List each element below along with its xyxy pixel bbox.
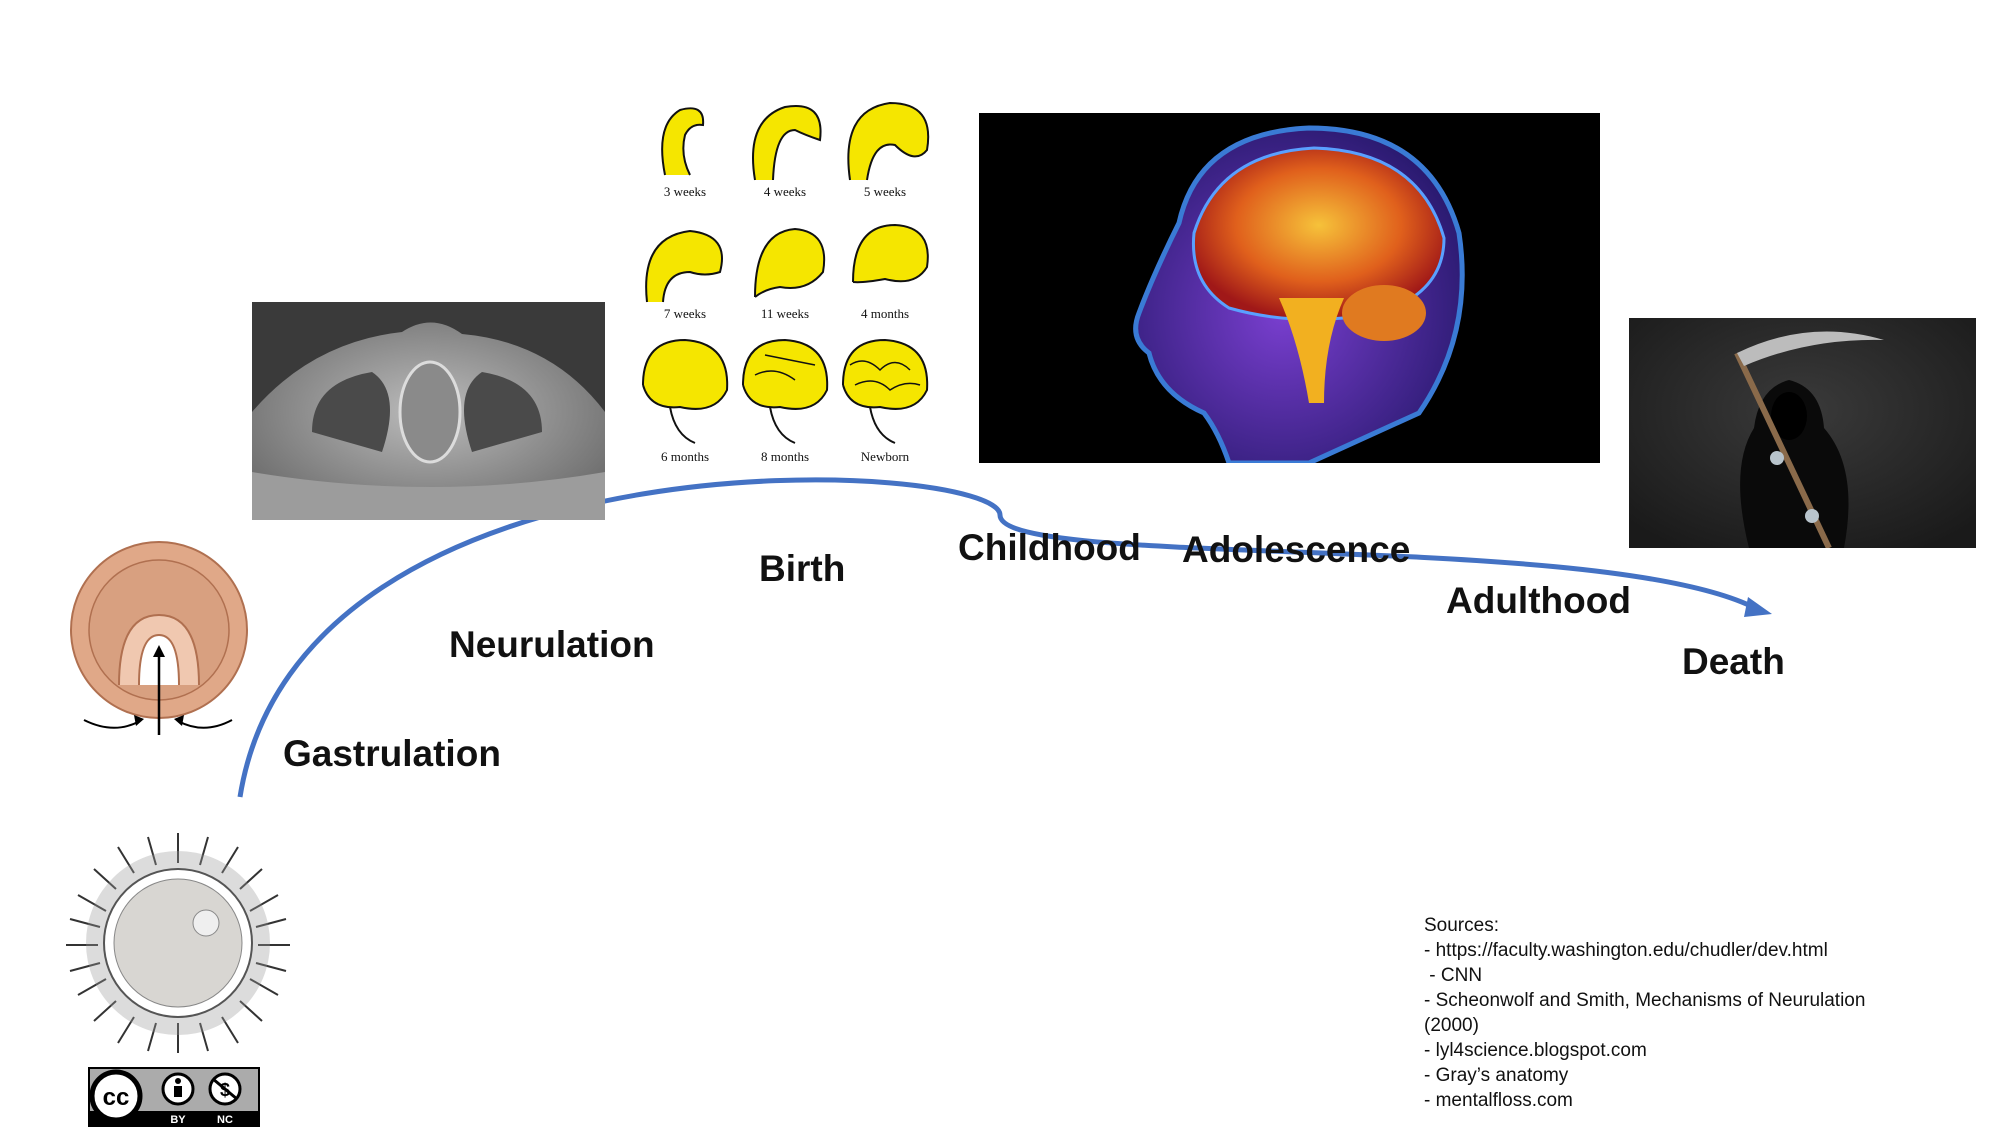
embryo-panel-3-weeks: 3 weeks (635, 95, 735, 200)
embryo-panel-newborn: Newborn (835, 335, 935, 465)
neurulation-sem-image (252, 302, 605, 520)
source-item: - CNN (1424, 965, 1483, 986)
cc-by-text: BY (170, 1114, 186, 1126)
embryo-panel-8-months: 8 months (735, 335, 835, 465)
timeline-curve (237, 477, 1757, 798)
stage-gastrulation: Gastrulation (283, 733, 501, 774)
cc-nc-text: NC (217, 1114, 233, 1126)
cc-text: cc (103, 1084, 130, 1111)
embryo-panel-4-months: 4 months (835, 217, 935, 322)
stage-birth: Birth (759, 548, 846, 589)
source-item: - lyl4science.blogspot.com (1424, 1040, 1647, 1061)
source-item: (2000) (1424, 1015, 1479, 1036)
embryo-panel-11-weeks: 11 weeks (735, 217, 835, 322)
source-item: - Scheonwolf and Smith, Mechanisms of Ne… (1424, 990, 1866, 1011)
embryo-panel-7-weeks: 7 weeks (635, 217, 735, 322)
stage-neurulation: Neurulation (449, 624, 655, 665)
stage-adolescence: Adolescence (1182, 529, 1411, 570)
stage-death: Death (1682, 641, 1785, 682)
source-item: - https://faculty.washington.edu/chudler… (1424, 940, 1828, 961)
embryo-panel-4-weeks: 4 weeks (735, 95, 835, 200)
source-item: - mentalfloss.com (1424, 1090, 1573, 1111)
cc-license-badge: cc $ BY NC (88, 1067, 260, 1127)
gastrula-illustration (70, 541, 248, 735)
stage-childhood: Childhood (958, 527, 1141, 568)
stage-adulthood: Adulthood (1446, 580, 1631, 621)
sources-heading: Sources: (1424, 915, 1499, 936)
timeline-arrowhead (1744, 597, 1772, 617)
brain-development-panels: 3 weeks 4 weeks 5 weeks 7 weeks 11 weeks… (635, 95, 935, 465)
source-item: - Gray’s anatomy (1424, 1065, 1569, 1086)
mri-brain-scan (979, 113, 1600, 463)
sources-list: Sources: - https://faculty.washington.ed… (1424, 913, 1865, 1113)
grim-reaper-image (1629, 318, 1976, 548)
embryo-panel-6-months: 6 months (635, 335, 735, 465)
embryo-panel-5-weeks: 5 weeks (835, 95, 935, 200)
oocyte-illustration (66, 833, 290, 1053)
